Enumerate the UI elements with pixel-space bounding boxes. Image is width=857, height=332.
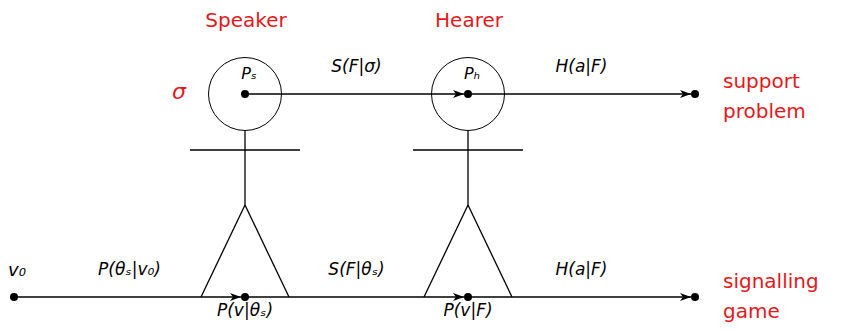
speaker-leg: [201, 205, 245, 297]
speaker-head: SpeakerPₛ: [208, 57, 282, 131]
endpoint-node: signalling game: [690, 266, 840, 328]
state-dot: [691, 293, 699, 301]
role-heading: Speaker: [205, 8, 286, 32]
arrow-connector: [468, 93, 691, 94]
edge-label: P(θₛ|v₀): [96, 259, 163, 279]
variable-label: σ: [172, 79, 186, 104]
speaker-leg: [245, 205, 289, 297]
row-title: support problem: [723, 66, 835, 126]
state-dot: [10, 293, 18, 301]
state-label: P(v|θₛ): [217, 300, 273, 320]
endpoint-node: support problem: [690, 66, 840, 126]
arrow-connector: [14, 296, 241, 297]
row-title: signalling game: [723, 266, 835, 326]
arrow-connector: [245, 296, 464, 297]
state-dot: [241, 293, 249, 301]
state-label: P(v|F): [443, 300, 492, 320]
hearer-body: [467, 131, 468, 205]
hearer-leg: [468, 205, 512, 297]
state-dot: [464, 293, 472, 301]
hearer-head: HearerPₕ: [431, 57, 505, 131]
state-dot: [691, 90, 699, 98]
edge-label: S(F|θₛ): [326, 259, 386, 279]
speaker-arms: [190, 149, 300, 150]
edge-label: H(a|F): [554, 56, 610, 76]
start-node: v₀: [4, 255, 64, 305]
hearer-leg: [424, 205, 468, 297]
edge-label: S(F|σ): [329, 56, 383, 76]
arrow-connector: [468, 296, 691, 297]
belief-label: Pₕ: [464, 64, 480, 83]
state-dot: [464, 90, 472, 98]
state-dot: [241, 90, 249, 98]
speaker-state-node: P(v|θₛ): [195, 290, 295, 330]
edge-label: H(a|F): [554, 259, 610, 279]
role-heading: Hearer: [435, 8, 503, 32]
state-label: v₀: [8, 259, 26, 281]
hearer-arms: [413, 149, 523, 150]
hearer-state-node: P(v|F): [418, 290, 518, 330]
belief-label: Pₛ: [241, 64, 257, 83]
speaker-body: [244, 131, 245, 205]
